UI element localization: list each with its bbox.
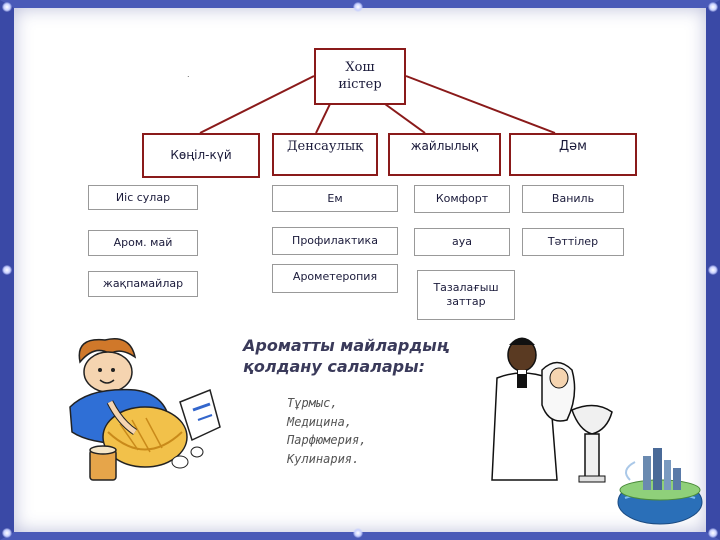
frame-sparkle (708, 528, 718, 538)
application-heading: Ароматты майлардың қолдану салалары: (243, 336, 503, 378)
item-vanilla-label: Ваниль (551, 192, 595, 206)
item-vanilla: Ваниль (522, 185, 624, 213)
item-aromatherapy-label: Арометеропия (292, 270, 378, 283)
item-treatment-label: Ем (327, 191, 343, 205)
category-health: Денсаулық (272, 133, 378, 176)
item-treatment: Ем (272, 185, 398, 212)
area-item: Тұрмыс, (287, 396, 338, 410)
item-sweets: Тәттілер (522, 228, 624, 256)
stray-dot: . (187, 70, 190, 79)
item-cleaning-agents: Тазалағыш заттар (417, 270, 515, 320)
connector-line (199, 75, 315, 134)
category-mood-label: Көңіл-күй (170, 148, 232, 162)
globe-city-clipart (617, 448, 703, 525)
priest-with-baby-clipart (491, 337, 613, 483)
area-item: Парфюмерия, (287, 433, 367, 448)
item-prevention-label: Профилактика (292, 234, 378, 248)
root-label-line1: Хош (345, 60, 375, 76)
connector-line (384, 103, 426, 134)
item-aroma-oil-label: Аром. май (113, 236, 173, 250)
item-prevention: Профилактика (272, 227, 398, 255)
category-taste: Дәм (509, 133, 637, 176)
frame-sparkle (2, 265, 12, 275)
category-comfort: жайлылық (388, 133, 501, 176)
item-ointments: жақпамайлар (88, 271, 198, 297)
category-health-label: Денсаулық (286, 139, 364, 154)
item-cleaning-agents-label: Тазалағыш заттар (433, 281, 499, 308)
frame-sparkle (353, 528, 363, 538)
item-air-label: ауа (452, 235, 472, 249)
item-comfort: Комфорт (414, 185, 510, 213)
item-aromatherapy: Арометеропия (272, 264, 398, 293)
frame-sparkle (353, 2, 363, 12)
frame-sparkle (708, 265, 718, 275)
connector-line (315, 103, 331, 134)
item-aroma-oil: Аром. май (88, 230, 198, 256)
application-areas-list: Тұрмыс, Медицина, Парфюмерия, Кулинария. (287, 394, 366, 468)
item-perfumes-label: Иіс сулар (115, 190, 171, 204)
item-air: ауа (414, 228, 510, 256)
item-comfort-label: Комфорт (435, 192, 489, 206)
item-perfumes: Иіс сулар (88, 185, 198, 210)
heading-line2: қолдану салалары: (243, 356, 425, 376)
area-item: Кулинария. (287, 451, 360, 466)
frame-sparkle (2, 2, 12, 12)
item-ointments-label: жақпамайлар (102, 277, 184, 291)
category-comfort-label: жайлылық (410, 139, 479, 153)
area-item: Медицина, (287, 414, 353, 429)
category-taste-label: Дәм (559, 139, 587, 154)
boy-cooking-clipart (69, 338, 221, 481)
item-sweets-label: Тәттілер (547, 235, 599, 249)
heading-line1: Ароматты майлардың (243, 336, 448, 355)
frame-sparkle (708, 2, 718, 12)
category-mood: Көңіл-күй (142, 133, 260, 178)
root-label-line2: иістер (338, 76, 382, 92)
connector-line (405, 75, 556, 134)
frame-sparkle (2, 528, 12, 538)
root-node: Хош иістер (314, 48, 406, 105)
